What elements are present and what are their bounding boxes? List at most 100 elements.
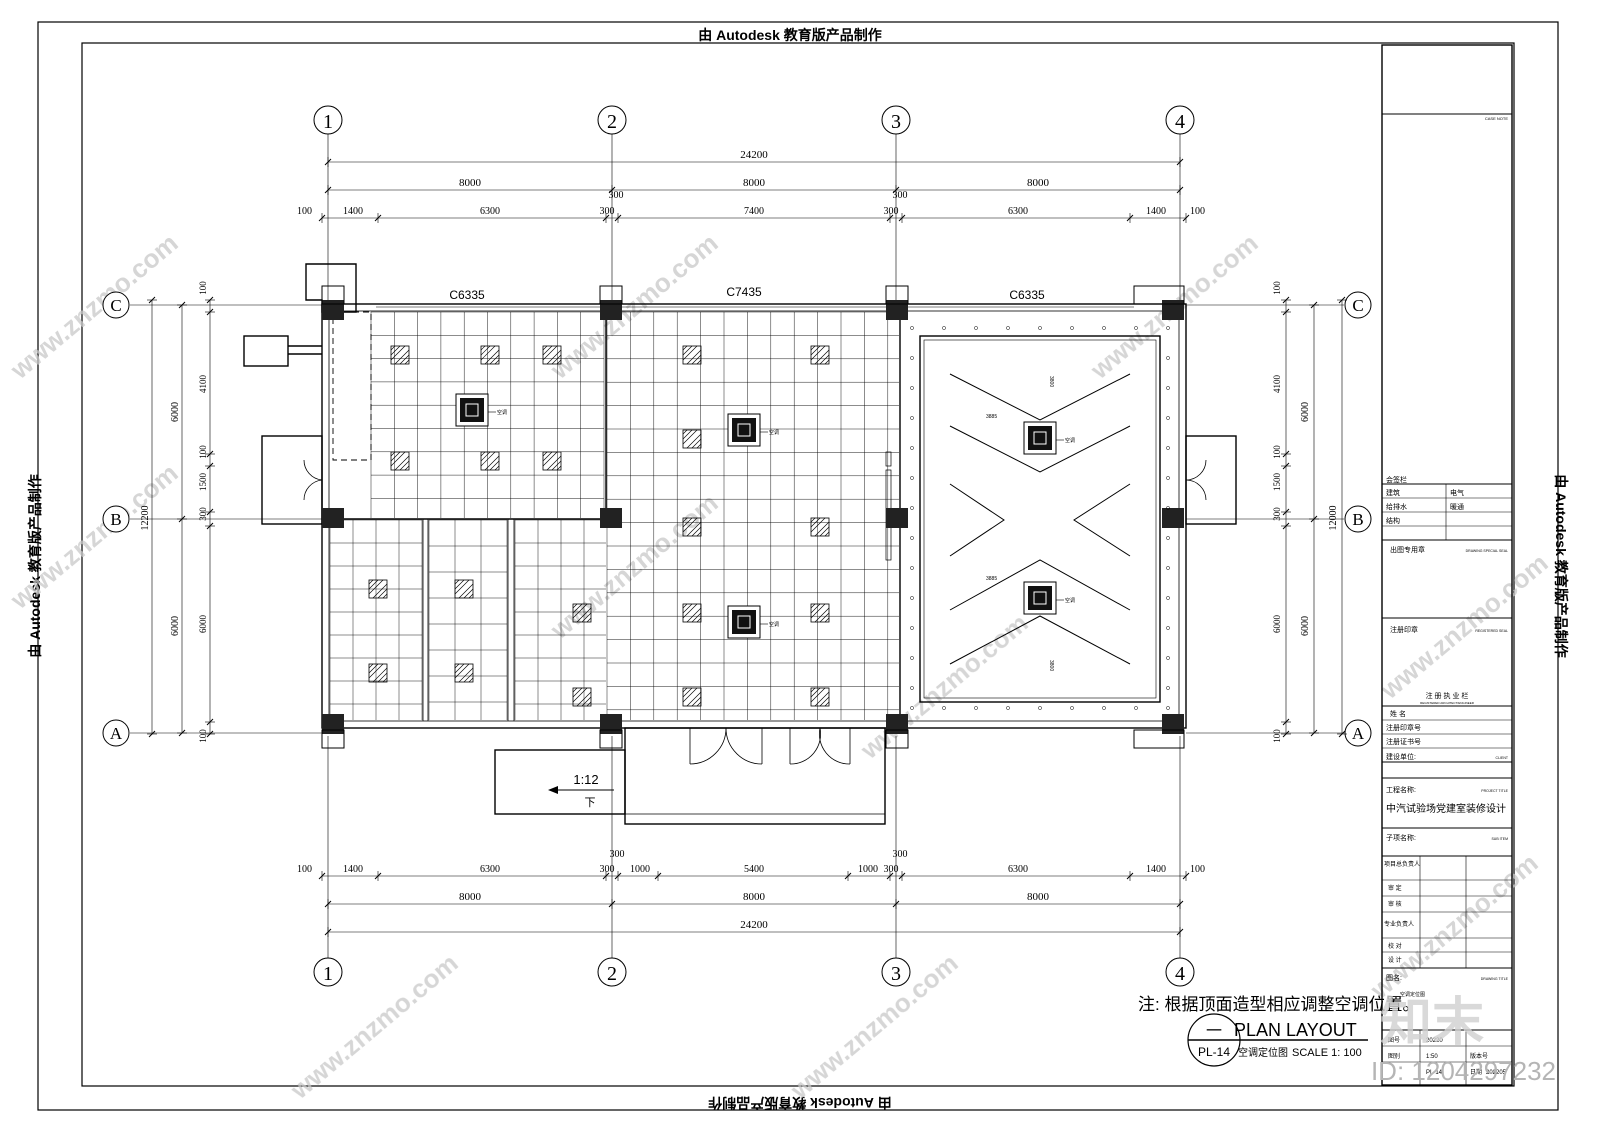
ceiling-light [1166,506,1170,510]
dim-tick-slash [654,872,662,880]
hatch-tile [682,603,702,623]
hatch-stroke [572,603,588,619]
hatch-stroke [368,663,379,674]
dim-tick-slash [324,900,332,908]
dim-tick-slash [178,729,186,737]
dim-text: 6000 [1300,616,1311,636]
hatch-stroke [368,663,384,679]
hatch-stroke [458,667,474,683]
hatch-stroke [468,677,474,683]
staff-row: 审 核 [1388,900,1402,908]
grid-bubble [597,105,627,135]
project-en: PROJECT TITLE [1481,789,1508,793]
hatch-stroke [810,687,821,698]
exterior-wall [321,303,1187,729]
ac-unit-icon [1028,426,1052,450]
ceiling-light [1038,706,1042,710]
ceiling-light [910,356,914,360]
dim-text: 300 [600,206,615,217]
column-casing [885,729,909,749]
hatch-stroke [691,438,702,449]
hatch-tile [368,663,388,683]
hatch-marks [368,345,830,707]
hatch-stroke [399,354,410,365]
hatch-stroke [682,687,688,693]
grid-bubble [1344,719,1372,747]
dim-text: 1500 [198,473,208,492]
ceiling-light [1166,356,1170,360]
hatch-tile [480,345,500,365]
hatch-stroke [480,451,496,467]
dim-text: 1400 [343,206,363,217]
ceiling-light [1070,326,1074,330]
autodesk-watermark-bottom: 由 Autodesk 教育版产品制作 [708,1095,892,1111]
autodesk-watermark-top: 由 Autodesk 教育版产品制作 [698,27,882,43]
dim-tick-slash [892,186,900,194]
bottom-cell: 日期 [1470,1068,1482,1076]
hatch-stroke [394,455,410,471]
ceiling-light [942,706,946,710]
hatch-stroke [682,345,698,361]
hatch-stroke [819,354,830,365]
sign-cell: 给排水 [1386,502,1407,511]
structural-column [322,300,344,320]
dim-text: 6000 [170,616,181,636]
dim-text: 300 [893,849,908,860]
ceiling-light [1102,326,1106,330]
hatch-stroke [390,451,396,457]
site-watermark: www.znzmo.com [284,948,464,1106]
dim-tick-slash [1176,900,1184,908]
hatch-stroke [810,345,821,356]
plan-title-number: 一 [1206,1023,1222,1040]
dim-text: 1400 [1146,206,1166,217]
dim-tick-slash [1282,308,1290,316]
ac-label: 空调 [769,621,779,628]
hatch-stroke [463,672,474,683]
dim-text: 8000 [1027,891,1050,903]
structural-column [886,300,908,320]
grid-label: C [110,296,121,315]
hatch-tile [572,687,592,707]
column-casing [1133,285,1185,305]
grid-label: 2 [607,111,617,133]
grid-label: A [110,724,123,743]
dim-text: 8000 [743,891,766,903]
hatch-stroke [691,526,702,537]
hatch-stroke [542,345,558,361]
hatch-stroke [824,531,830,537]
sign-header: 会签栏 [1386,475,1407,484]
hatch-stroke [399,460,410,471]
ceiling-light [1006,706,1010,710]
entrance-platform [624,727,886,825]
hatch-tile [810,603,830,623]
dim-tick-slash [1176,158,1184,166]
hatch-stroke [581,612,592,623]
site-watermark: www.znzmo.com [4,228,184,386]
ac-unit-icon [1028,586,1052,610]
grid-bubble [881,957,911,987]
hatch-tile [480,451,500,471]
hatch-stroke [682,517,688,523]
ceiling-light [1166,476,1170,480]
ceiling-light [910,596,914,600]
hatch-stroke [404,465,410,471]
hatch-stroke [480,451,486,457]
shaft-dashed [332,311,372,461]
ceiling-light [1166,536,1170,540]
hatch-stroke [390,345,401,356]
dim-text: 100 [198,445,208,459]
dim-text: 6300 [480,206,500,217]
hatch-stroke [824,617,830,623]
column-casing [1133,729,1185,749]
ceiling-light [910,326,914,330]
note-text: 注: 根据顶面造型相应调整空调位置。 [1138,995,1419,1014]
grid-label: 4 [1175,111,1185,133]
dim-text: 100 [297,206,312,217]
hatch-stroke [686,349,702,365]
column-casing [321,729,345,749]
hatch-stroke [696,443,702,449]
dim-text: 100 [198,281,208,295]
dim-tick-slash [178,515,186,523]
hatch-stroke [542,345,553,356]
bottom-cell: 版本号 [1470,1052,1488,1060]
